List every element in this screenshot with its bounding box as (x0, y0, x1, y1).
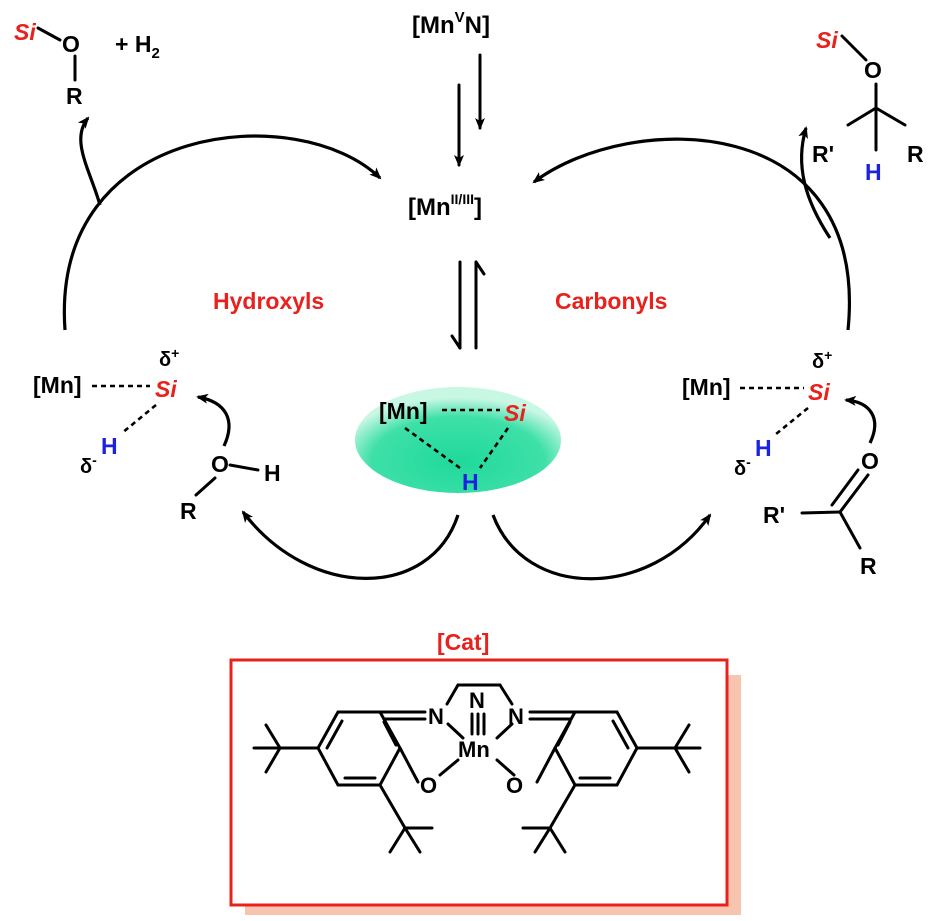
svg-text:Si: Si (816, 27, 838, 53)
carbonyls-label: Carbonyls (555, 288, 667, 314)
svg-text:δ+: δ+ (159, 345, 179, 371)
silyl-alkoxide-product: Si O R' R H (812, 27, 924, 185)
left-si-h-complex: [Mn] Si δ+ H δ- (33, 345, 179, 478)
svg-text:δ-: δ- (80, 452, 97, 478)
lower-right-arc (491, 513, 712, 581)
svg-text:O: O (62, 31, 80, 57)
lower-left-arc (241, 510, 460, 580)
svg-text:Si: Si (808, 379, 830, 405)
right-si-h-complex: [Mn] Si δ+ H δ- (682, 347, 832, 480)
svg-text:R: R (907, 141, 924, 167)
svg-text:O: O (506, 773, 523, 798)
mn-ii-iii-label: [MnII/III] (408, 191, 482, 221)
equilibrium-arrows (450, 260, 486, 350)
svg-text:O: O (211, 451, 229, 477)
svg-text:N: N (428, 704, 444, 729)
svg-text:δ-: δ- (734, 454, 751, 480)
svg-text:H: H (264, 460, 281, 486)
right-product-release-arrow (798, 126, 832, 239)
svg-text:R: R (860, 553, 877, 579)
left-cycle-arc (62, 134, 382, 331)
right-cycle-arc (532, 137, 852, 331)
svg-text:+ H2: + H2 (115, 31, 160, 62)
svg-text:Si: Si (155, 376, 177, 402)
svg-text:R': R' (763, 502, 785, 528)
svg-text:H: H (101, 433, 118, 459)
mn-si-h-intermediate: [Mn] Si H (379, 398, 526, 495)
salen-mn-nitride-structure: N N N Mn O O (252, 683, 702, 854)
svg-text:O: O (420, 773, 437, 798)
svg-text:O: O (864, 57, 882, 83)
svg-text:δ+: δ+ (812, 347, 832, 373)
catalyst-box (229, 658, 729, 907)
svg-text:R': R' (812, 141, 834, 167)
carbonyl-substrate: O R' R (763, 448, 879, 579)
svg-text:H: H (755, 435, 772, 461)
mn-v-nitride-label: [MnVN] (412, 9, 490, 39)
right-attack-arrow (844, 395, 877, 444)
svg-text:R: R (180, 498, 197, 524)
activated-intermediate-bubble (355, 387, 561, 493)
left-attack-arrow (196, 393, 231, 447)
svg-text:[Mn]: [Mn] (682, 374, 731, 400)
svg-text:N: N (469, 688, 485, 713)
silyl-ether-product: Si O R + H2 (14, 19, 160, 109)
svg-text:H: H (865, 159, 882, 185)
catalyst-title: [Cat] (437, 629, 489, 655)
svg-text:H: H (462, 469, 479, 495)
svg-text:R: R (66, 83, 83, 109)
svg-text:[Mn]: [Mn] (33, 372, 82, 398)
hydroxyls-label: Hydroxyls (213, 288, 324, 314)
alcohol-substrate: O H R (180, 451, 281, 524)
left-product-release-arrow (77, 116, 102, 206)
svg-text:O: O (861, 448, 879, 474)
svg-text:Mn: Mn (458, 737, 490, 762)
svg-text:[Mn]: [Mn] (379, 398, 428, 424)
svg-text:Si: Si (14, 19, 36, 45)
svg-text:Si: Si (504, 400, 526, 426)
